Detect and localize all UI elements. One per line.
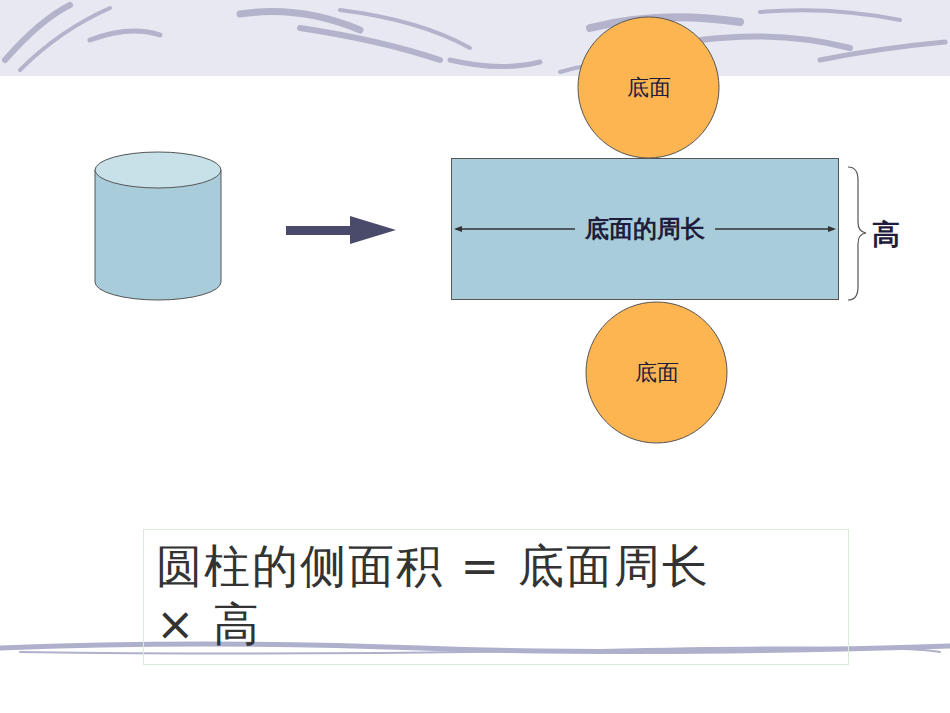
- node-label: 底面: [627, 73, 671, 103]
- formula-text: 圆柱的侧面积 = 底面周长 × 高: [156, 538, 732, 653]
- height-brace: [848, 167, 866, 300]
- base-circle: 底面: [577, 16, 720, 159]
- header-band: [0, 0, 950, 76]
- node-label: 底面的周长: [575, 213, 715, 245]
- base-circle: 底面: [585, 301, 728, 444]
- node-label: 底面: [635, 358, 679, 388]
- brush-strokes: [5, 5, 945, 72]
- lateral-rect: 底面的周长: [451, 158, 839, 300]
- transform-arrow: [286, 216, 396, 244]
- formula-box: 圆柱的侧面积 = 底面周长 × 高: [143, 529, 849, 665]
- height-label: 高: [872, 216, 900, 254]
- cylinder: [95, 152, 221, 300]
